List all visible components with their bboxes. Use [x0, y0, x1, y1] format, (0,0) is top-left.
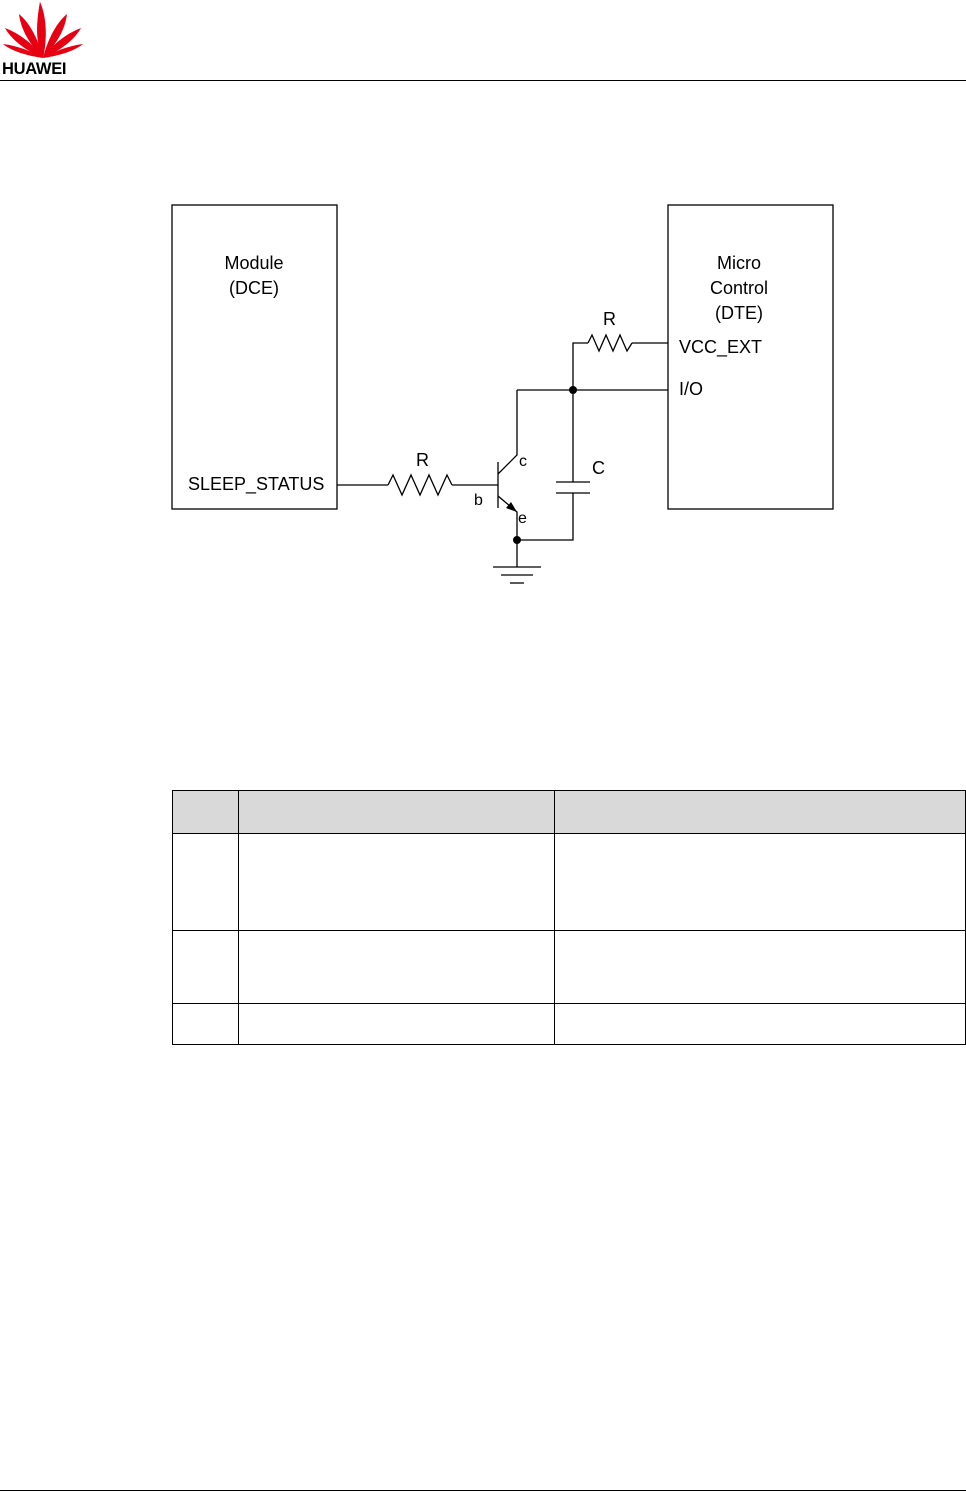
table-cell: [237, 930, 555, 1004]
table-header-cell: [553, 790, 966, 834]
table-header-row: [172, 790, 966, 834]
table-cell: [553, 1003, 966, 1045]
circuit-diagram: Module (DCE) SLEEP_STATUS Micro Control …: [171, 204, 834, 584]
pin-io-label: I/O: [679, 379, 703, 399]
table-cell: [172, 1003, 239, 1045]
emitter-label: e: [518, 510, 527, 527]
pin-vcc-ext-label: VCC_EXT: [679, 337, 762, 358]
module-title-line2: (DCE): [229, 278, 279, 298]
table-header-cell: [172, 790, 239, 834]
transistor-emitter: [497, 495, 518, 540]
transistor-collector: [497, 390, 518, 475]
table-cell: [553, 833, 966, 931]
base-label: b: [474, 492, 483, 509]
collector-label: c: [519, 453, 527, 470]
table-cell: [237, 833, 555, 931]
brand-wordmark: HUAWEI: [2, 60, 67, 78]
header-rule: [0, 80, 966, 81]
footer-rule: [0, 1490, 966, 1491]
signal-table: [172, 790, 966, 1045]
page-header: HUAWEI: [0, 0, 966, 82]
pin-sleep-status-label: SLEEP_STATUS: [188, 474, 324, 495]
micro-title-line1: Micro: [717, 253, 761, 273]
table-row: [172, 930, 966, 1004]
micro-control-box: [667, 204, 834, 510]
junction-emitter: [513, 536, 521, 544]
resistor-pullup: [587, 333, 633, 353]
junction-collector: [569, 386, 577, 394]
micro-title-line3: (DTE): [715, 303, 763, 323]
table-cell: [172, 833, 239, 931]
capacitor-label: C: [592, 458, 605, 478]
table-cell: [237, 1003, 555, 1045]
resistor-base: [387, 473, 453, 497]
wire-cap-bottom: [517, 493, 574, 541]
table-cell: [172, 930, 239, 1004]
table-header-cell: [237, 790, 555, 834]
huawei-logo-icon: [3, 2, 83, 58]
micro-title-line2: Control: [710, 278, 768, 298]
resistor-pullup-label: R: [603, 309, 616, 329]
module-box: [171, 204, 338, 510]
wire-pullup: [572, 342, 588, 390]
table-row: [172, 1003, 966, 1045]
table-cell: [553, 930, 966, 1004]
module-title-line1: Module: [224, 253, 283, 273]
resistor-base-label: R: [416, 450, 429, 470]
table-row: [172, 833, 966, 931]
emitter-arrow-icon: [506, 502, 517, 512]
